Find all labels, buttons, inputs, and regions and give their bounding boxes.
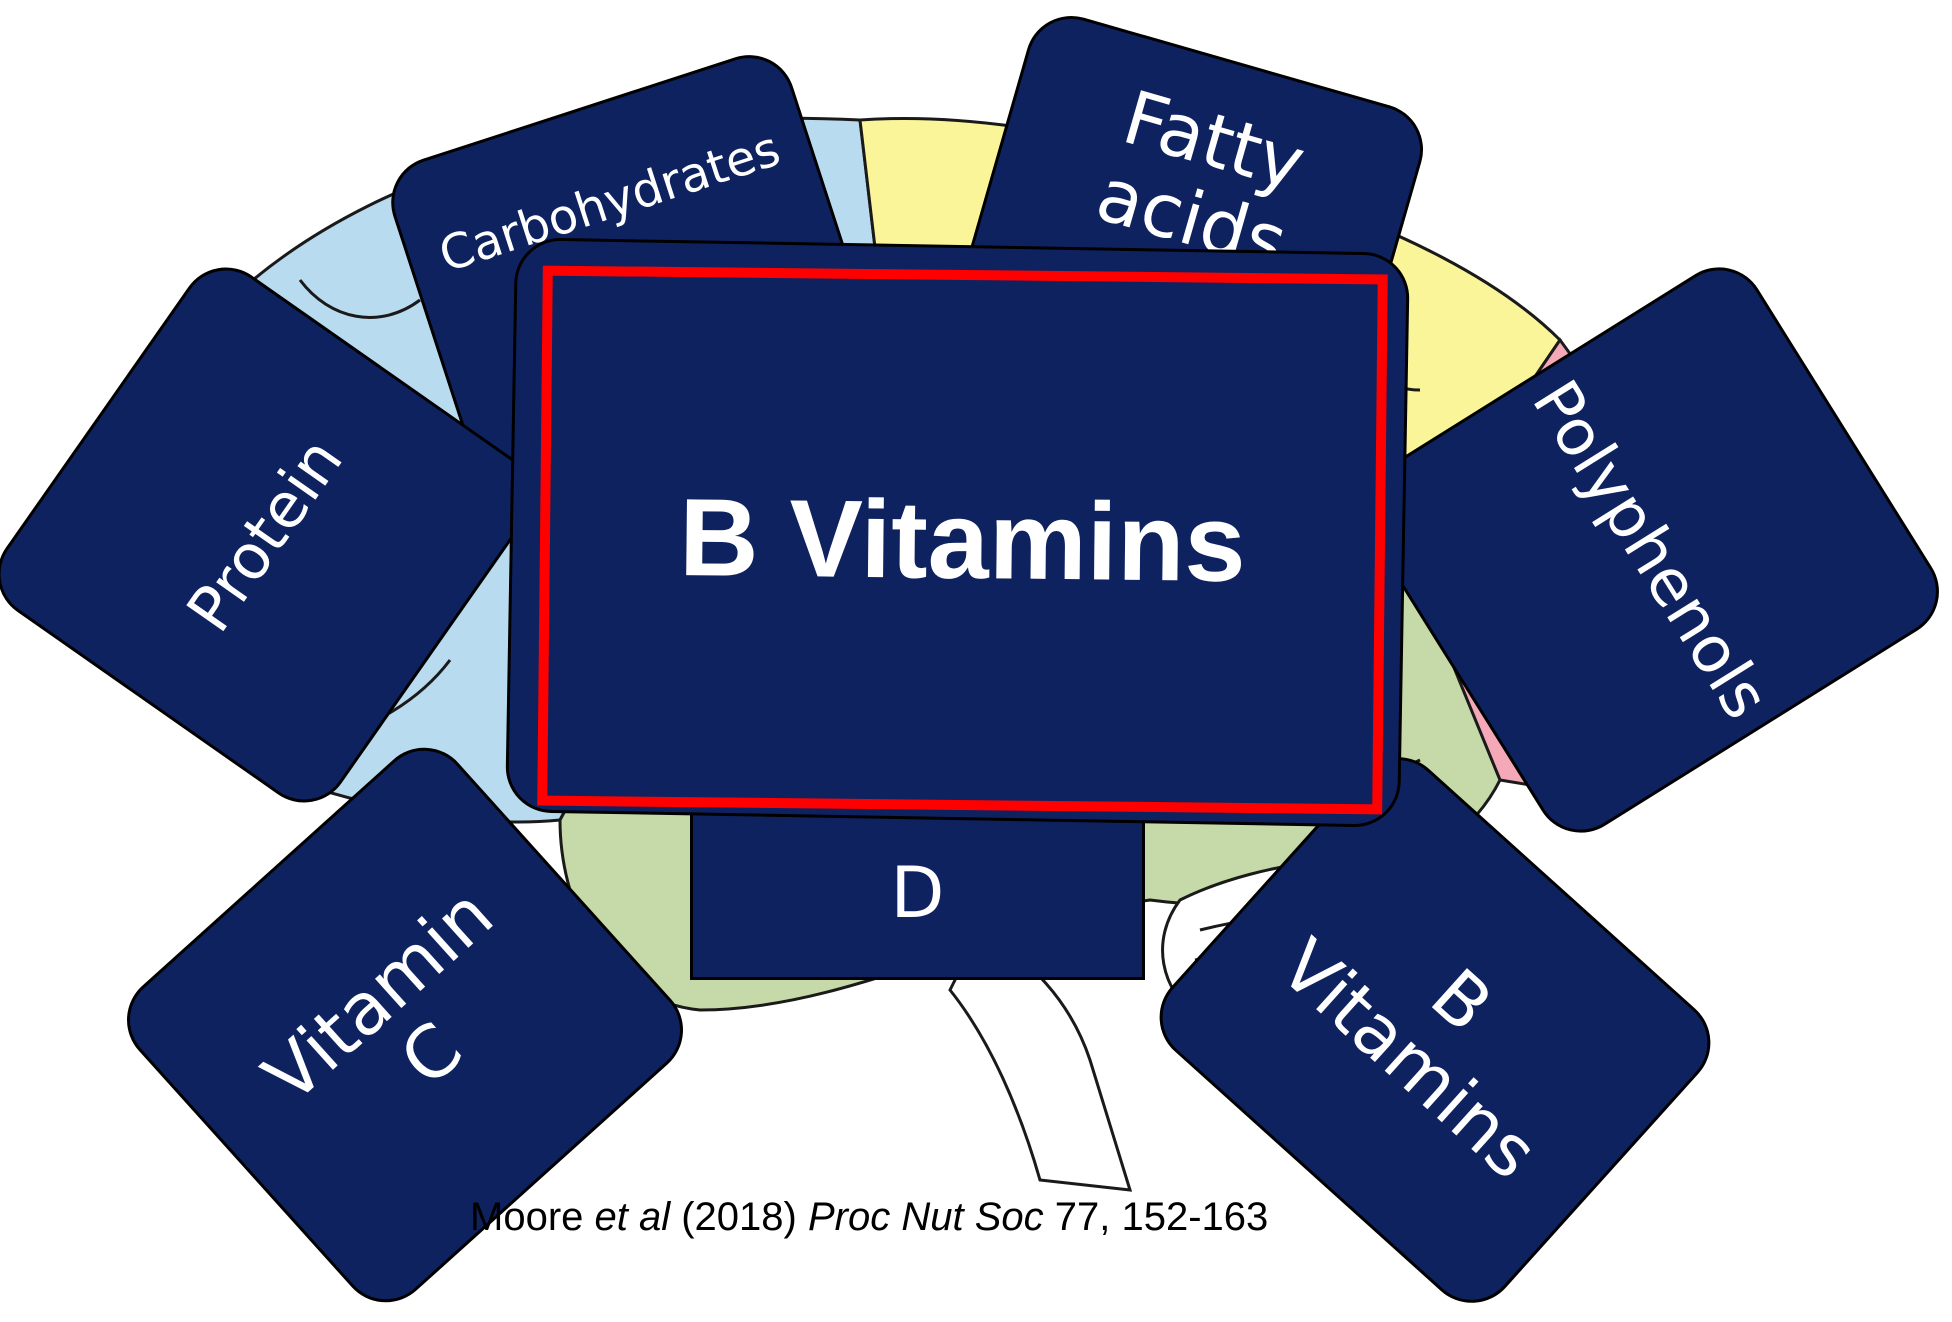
citation-journal: Proc Nut Soc bbox=[808, 1195, 1044, 1239]
protein-label: Protein bbox=[175, 426, 356, 643]
vitamin-c-label-line1: Vitamin bbox=[250, 874, 508, 1117]
citation-year: (2018) bbox=[670, 1195, 808, 1239]
citation-etal: et al bbox=[595, 1195, 671, 1239]
b-vitamins-highlight-card: B Vitamins bbox=[537, 266, 1388, 815]
polyphenols-label: Polyphenols bbox=[1519, 369, 1781, 731]
b-vitamins-highlight-label: B Vitamins bbox=[679, 477, 1247, 604]
b-vitamins-label-line2: Vitamins bbox=[1266, 925, 1552, 1193]
citation: Moore et al (2018) Proc Nut Soc 77, 152-… bbox=[470, 1195, 1370, 1240]
citation-ref: 77, 152-163 bbox=[1044, 1195, 1269, 1239]
citation-authors: Moore bbox=[470, 1195, 595, 1239]
vitamin-d-label: D bbox=[891, 855, 945, 932]
